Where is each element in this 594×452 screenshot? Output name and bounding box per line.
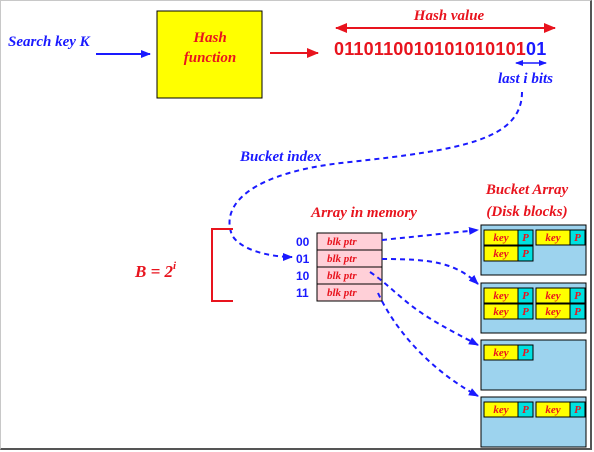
directory-index: 00 — [296, 235, 310, 249]
hash-value-label: Hash value — [413, 8, 485, 24]
hash-function-label-line2: function — [184, 50, 237, 66]
entry-pointer-cell — [569, 401, 586, 418]
hash-function-label-line1: Hash — [192, 30, 226, 46]
bucket-array-label-line1: Bucket Array — [485, 182, 569, 198]
entry-key-label: key — [545, 290, 560, 302]
entry-key-label: key — [493, 232, 508, 244]
block-pointer-cell — [316, 283, 383, 302]
entry-key-label: key — [493, 290, 508, 302]
block-pointer-label: blk ptr — [327, 253, 357, 265]
bucket-entry: key P — [535, 229, 586, 246]
entry-pointer-cell — [517, 287, 534, 304]
entry-pointer-cell — [517, 245, 534, 262]
entry-pointer-label: P — [574, 232, 581, 244]
entry-pointer-cell — [569, 303, 586, 320]
bucket-entry: key P — [483, 229, 534, 246]
entry-pointer-cell — [517, 303, 534, 320]
directory-index: 11 — [296, 286, 309, 300]
entry-key-label: key — [545, 232, 560, 244]
bucket-entry: key P — [535, 401, 586, 418]
entry-pointer-label: P — [522, 306, 529, 318]
bucket-entry: key P — [483, 344, 534, 361]
entry-pointer-cell — [517, 229, 534, 246]
entry-pointer-label: P — [574, 306, 581, 318]
entry-pointer-label: P — [522, 290, 529, 302]
bucket-entry: key P — [483, 303, 534, 320]
directory-row: 00 blk ptr — [296, 232, 383, 251]
entry-key-label: key — [545, 404, 560, 416]
block-pointer-label: blk ptr — [327, 236, 357, 248]
pointer-arrow-01 — [381, 258, 479, 285]
hash-bits-prefix: 0110110010101010101 — [334, 39, 526, 59]
entry-pointer-label: P — [522, 404, 529, 416]
directory-size-bracket — [211, 228, 233, 302]
b-equation-base: B = 2 — [134, 262, 174, 281]
entry-pointer-label: P — [522, 248, 529, 260]
entry-pointer-label: P — [574, 290, 581, 302]
bucket-entry: key P — [535, 287, 586, 304]
block-pointer-label: blk ptr — [327, 270, 357, 282]
hash-function-box — [156, 10, 263, 99]
bucket-entry: key P — [483, 245, 534, 262]
pointer-arrow-10 — [369, 271, 479, 346]
pointer-arrow-11 — [377, 292, 479, 397]
array-in-memory-label: Array in memory — [310, 205, 417, 221]
directory-array: 00 blk ptr 01 blk ptr 10 blk ptr 11 blk ptr — [296, 232, 383, 302]
bucket-entry: key P — [483, 401, 534, 418]
pointer-arrow-00 — [381, 226, 479, 241]
entry-pointer-label: P — [522, 347, 529, 359]
entry-pointer-cell — [517, 344, 534, 361]
bucket-entry: key P — [535, 303, 586, 320]
block-pointer-label: blk ptr — [327, 287, 357, 299]
entry-pointer-cell — [569, 287, 586, 304]
directory-index: 10 — [296, 269, 310, 283]
directory-row: 11 blk ptr — [296, 283, 383, 302]
bucket-index-curve — [228, 91, 523, 261]
bucket-array-label-line2: (Disk blocks) — [486, 204, 567, 220]
directory-row: 01 blk ptr — [296, 249, 383, 268]
entry-pointer-cell — [569, 229, 586, 246]
search-key-label: Search key K — [8, 34, 91, 50]
bucket-entry: key P — [483, 287, 534, 304]
b-equation-exponent: i — [173, 260, 177, 272]
entry-key-label: key — [493, 404, 508, 416]
directory-index: 01 — [296, 252, 310, 266]
entry-key-label: key — [545, 306, 560, 318]
entry-key-label: key — [493, 347, 508, 359]
entry-key-label: key — [493, 248, 508, 260]
hash-value-bits: 011011001010101010101 — [334, 39, 546, 59]
directory-pointer-arrows — [369, 226, 479, 397]
entry-key-label: key — [493, 306, 508, 318]
last-i-bits-label: last i bits — [498, 71, 553, 87]
entry-pointer-label: P — [574, 404, 581, 416]
entry-pointer-label: P — [522, 232, 529, 244]
directory-row: 10 blk ptr — [296, 266, 383, 285]
bucket-index-label: Bucket index — [239, 149, 322, 165]
hash-bits-suffix: 01 — [526, 39, 546, 59]
bucket-block: key P — [480, 339, 587, 391]
entry-pointer-cell — [517, 401, 534, 418]
b-equation-label: B = 2i — [134, 260, 177, 281]
